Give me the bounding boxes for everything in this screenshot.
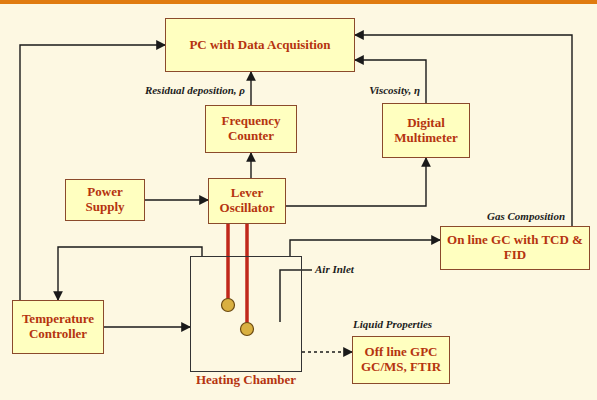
process-box: Power Supply <box>65 179 145 221</box>
box-label: Power Supply <box>66 183 144 217</box>
box-label: Heating Chamber <box>171 373 321 388</box>
annotation-label: Liquid Properties <box>352 318 433 330</box>
process-box: PC with Data Acquisition <box>165 18 355 72</box>
connector <box>104 326 190 327</box>
process-box: Frequency Counter <box>205 105 297 153</box>
process-box: Off line GPC GC/MS, FTIR <box>352 336 450 384</box>
signal-label: Residual deposition, ρ <box>144 84 246 96</box>
annotation-label: Air Inlet <box>314 263 355 275</box>
signal-label: Viscosity, η <box>368 84 421 96</box>
annotation-label: Gas Composition <box>486 210 566 222</box>
connector <box>250 153 251 178</box>
lever-rod <box>245 224 249 323</box>
box-label: On line GC with TCD & FID <box>441 231 589 265</box>
process-box: Temperature Controller <box>12 300 104 354</box>
box-label: Frequency Counter <box>206 112 296 146</box>
air-inlet-tube <box>280 270 312 322</box>
connector <box>250 72 251 105</box>
box-label: Off line GPC GC/MS, FTIR <box>353 343 449 377</box>
heating-chamber: Heating Chamber <box>190 256 302 372</box>
connector <box>355 35 572 226</box>
connector <box>302 351 352 352</box>
connector <box>290 240 440 256</box>
box-label: PC with Data Acquisition <box>185 36 334 55</box>
top-bar <box>0 0 597 4</box>
connector <box>355 60 426 103</box>
box-label: Digital Multimeter <box>383 114 469 148</box>
process-box: Lever Oscillator <box>208 178 286 224</box>
box-label: Lever Oscillator <box>209 184 285 218</box>
connector <box>145 199 208 200</box>
lever-rod <box>226 224 230 299</box>
connector <box>286 158 426 206</box>
connector <box>58 247 202 300</box>
oscillator-ball <box>222 299 235 312</box>
process-box: On line GC with TCD & FID <box>440 226 590 270</box>
process-box: Digital Multimeter <box>382 103 470 158</box>
oscillator-ball <box>241 323 254 336</box>
box-label: Temperature Controller <box>13 310 103 344</box>
